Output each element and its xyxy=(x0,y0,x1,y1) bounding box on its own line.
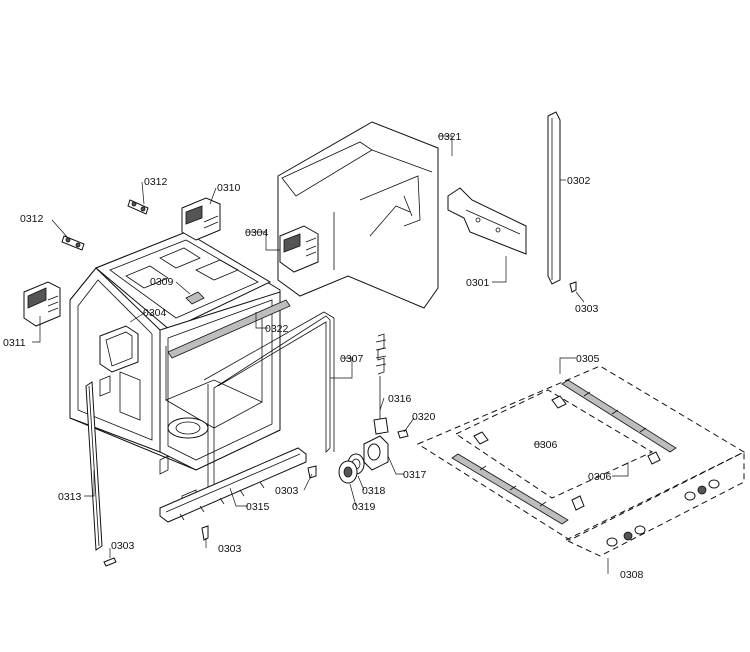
label-0317: 0317 xyxy=(403,469,427,481)
drawer-rail-upper xyxy=(551,379,677,465)
label-0302: 0302 xyxy=(567,175,591,187)
screws xyxy=(103,281,577,567)
label-0312-left: 0312 xyxy=(20,213,44,225)
drawer-rail-lower xyxy=(451,431,585,525)
roller-set-part xyxy=(606,479,720,547)
label-0305: 0305 xyxy=(576,353,600,365)
label-0321: 0321 xyxy=(438,131,462,143)
label-0301: 0301 xyxy=(466,277,490,289)
side-panel-part xyxy=(447,187,527,255)
label-0316: 0316 xyxy=(388,393,412,405)
hinge-bracket-right xyxy=(181,197,221,241)
label-0304-upper: 0304 xyxy=(245,227,269,239)
label-0303-left: 0303 xyxy=(111,540,135,552)
spray-nozzle-part xyxy=(363,435,389,471)
label-0311: 0311 xyxy=(3,337,26,349)
label-0306-left: 0306 xyxy=(534,439,558,451)
label-0303-bottom: 0303 xyxy=(218,543,242,555)
label-0307: 0307 xyxy=(340,353,364,365)
label-0303-center: 0303 xyxy=(275,485,299,497)
insulation-blanket-part xyxy=(277,121,439,309)
part-labels: 0312 0310 0312 0304 0309 0304 0322 0311 … xyxy=(3,131,644,581)
label-0320: 0320 xyxy=(412,411,436,423)
label-0309: 0309 xyxy=(150,276,174,288)
leader-lines xyxy=(32,135,629,574)
label-0322: 0322 xyxy=(265,323,289,335)
label-0308: 0308 xyxy=(620,569,644,581)
hinge-pins xyxy=(61,199,149,251)
tub-frame-assembly xyxy=(69,231,291,507)
drawer-rail-box xyxy=(416,365,746,557)
label-0304-lower: 0304 xyxy=(143,307,167,319)
vertical-rail-part xyxy=(547,111,561,285)
label-0319: 0319 xyxy=(352,501,376,513)
label-0306-right: 0306 xyxy=(588,471,612,483)
washer-part xyxy=(338,460,358,484)
kickplate-part xyxy=(159,447,307,523)
hinge-bracket-left xyxy=(23,281,61,327)
label-0312-top: 0312 xyxy=(144,176,168,188)
label-0315: 0315 xyxy=(246,501,270,513)
small-screw-part xyxy=(397,429,409,439)
side-strip-part xyxy=(85,381,103,551)
label-0303-right: 0303 xyxy=(575,303,599,315)
label-0310: 0310 xyxy=(217,182,241,194)
label-0313: 0313 xyxy=(58,491,82,503)
hose-spring-part xyxy=(373,333,389,435)
label-0318: 0318 xyxy=(362,485,386,497)
